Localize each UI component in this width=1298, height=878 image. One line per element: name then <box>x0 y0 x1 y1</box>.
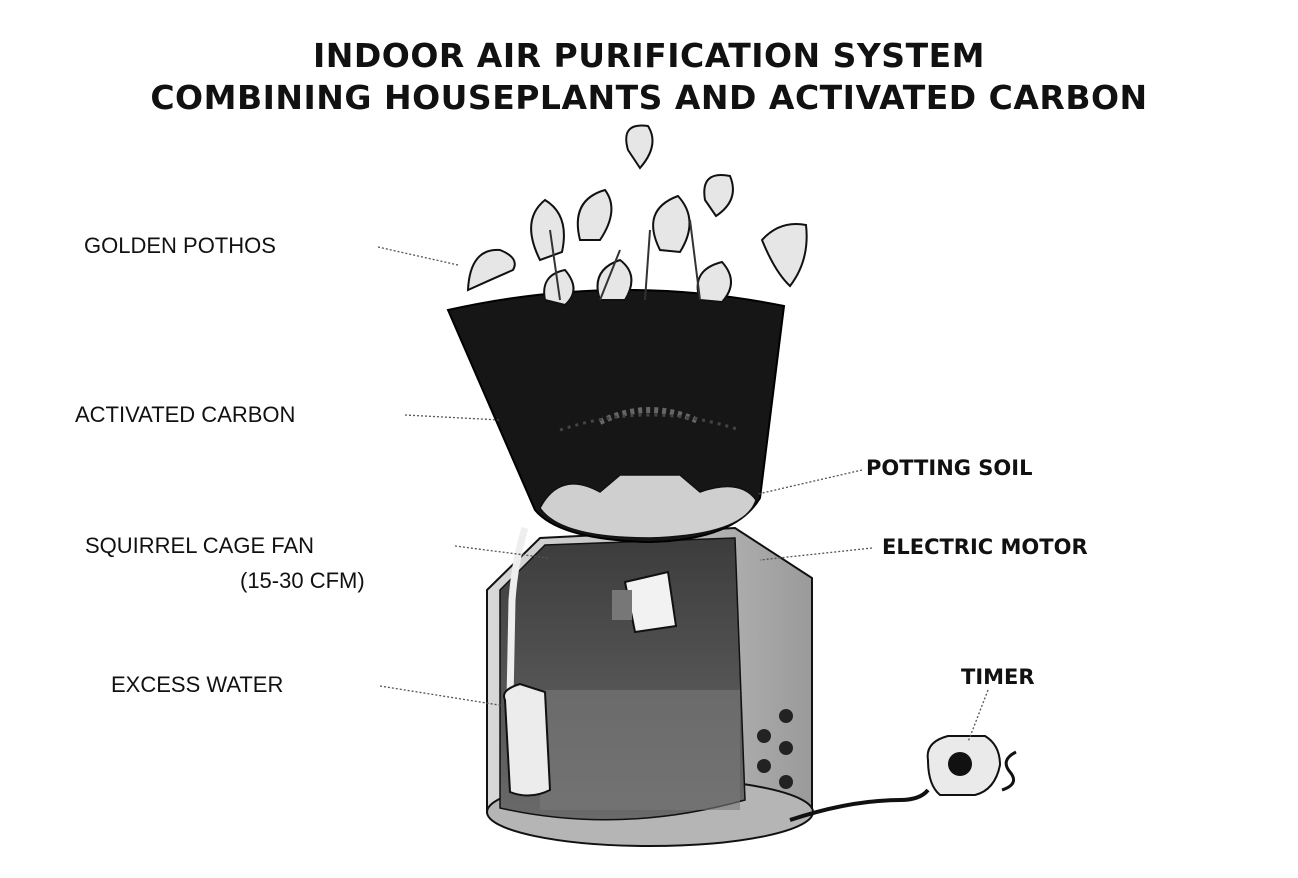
label-squirrel-cage-fan: SQUIRREL CAGE FAN <box>85 533 315 558</box>
label-activated-carbon: ACTIVATED CARBON <box>75 402 296 427</box>
housing-cylinder <box>486 526 814 847</box>
water-reservoir <box>503 526 552 797</box>
golden-pothos-plant <box>466 124 808 307</box>
planter-pot <box>446 288 786 544</box>
label-timer: TIMER <box>961 665 1035 689</box>
label-electric-motor: ELECTRIC MOTOR <box>882 535 1088 559</box>
label-golden-pothos: GOLDEN POTHOS <box>84 233 276 258</box>
leader-lines <box>377 246 989 743</box>
label-excess-water: EXCESS WATER <box>111 672 284 697</box>
diagram-title-line1: INDOOR AIR PURIFICATION SYSTEM <box>313 36 985 75</box>
vent-holes <box>757 709 793 789</box>
timer-device <box>789 735 1017 822</box>
diagram-title-line2: COMBINING HOUSEPLANTS AND ACTIVATED CARB… <box>150 78 1148 117</box>
label-fan-rating: (15-30 CFM) <box>240 568 365 593</box>
label-potting-soil: POTTING SOIL <box>866 456 1033 480</box>
